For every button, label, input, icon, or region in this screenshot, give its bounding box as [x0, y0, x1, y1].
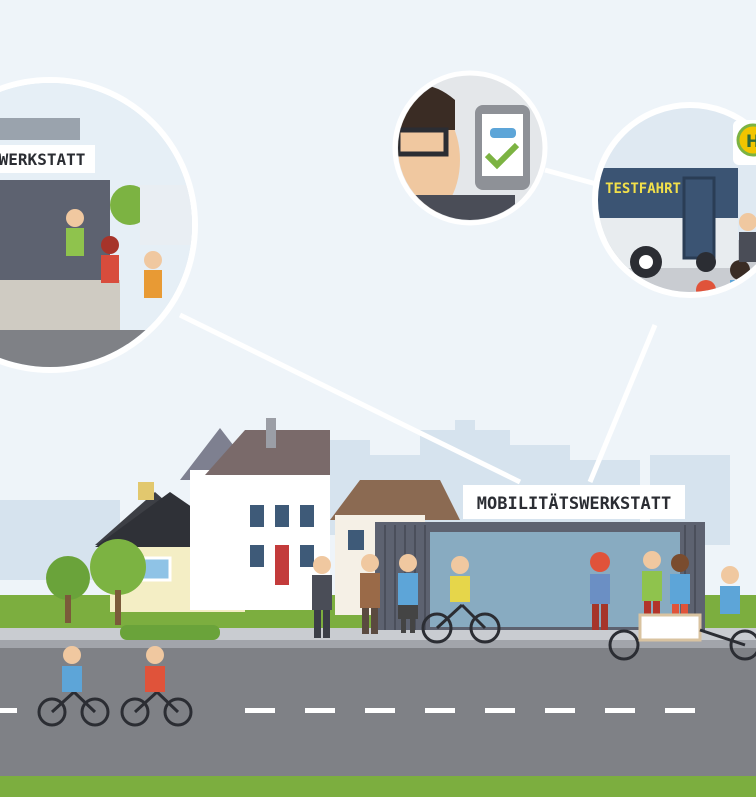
workshop-sign: MOBILITÄTSWERKSTATT: [477, 492, 671, 514]
connector-lines: [178, 167, 658, 485]
cyclist-child-red: [120, 646, 193, 727]
zoom-workshop-sign: WERKSTATT: [0, 150, 85, 169]
person-elderly-woman: [398, 554, 418, 633]
house-tall-white: [180, 418, 330, 610]
people-group: [312, 551, 690, 638]
cyclist-cargo-bike: [608, 566, 756, 661]
bottom-grass: [0, 776, 756, 797]
cyclist-child-blue: [37, 646, 110, 727]
road-curb: [0, 640, 756, 648]
bus-stop-sign-icon: H: [733, 120, 756, 165]
bus-stop-letter: H: [746, 132, 756, 152]
person-elderly-man: [360, 554, 380, 634]
person-businessman: [312, 556, 332, 638]
cyclist-yellow: [421, 556, 501, 644]
cyclists: [37, 556, 756, 727]
zoom-circle-workshop: WERKSTATT: [0, 77, 198, 373]
test-drive-sign: TESTFAHRT: [605, 181, 681, 197]
zoom-circle-phone-app: [392, 70, 548, 226]
person-red-hair: [590, 552, 610, 630]
lane-markings: [0, 708, 695, 713]
smartphone-car-check-icon: [475, 105, 530, 190]
